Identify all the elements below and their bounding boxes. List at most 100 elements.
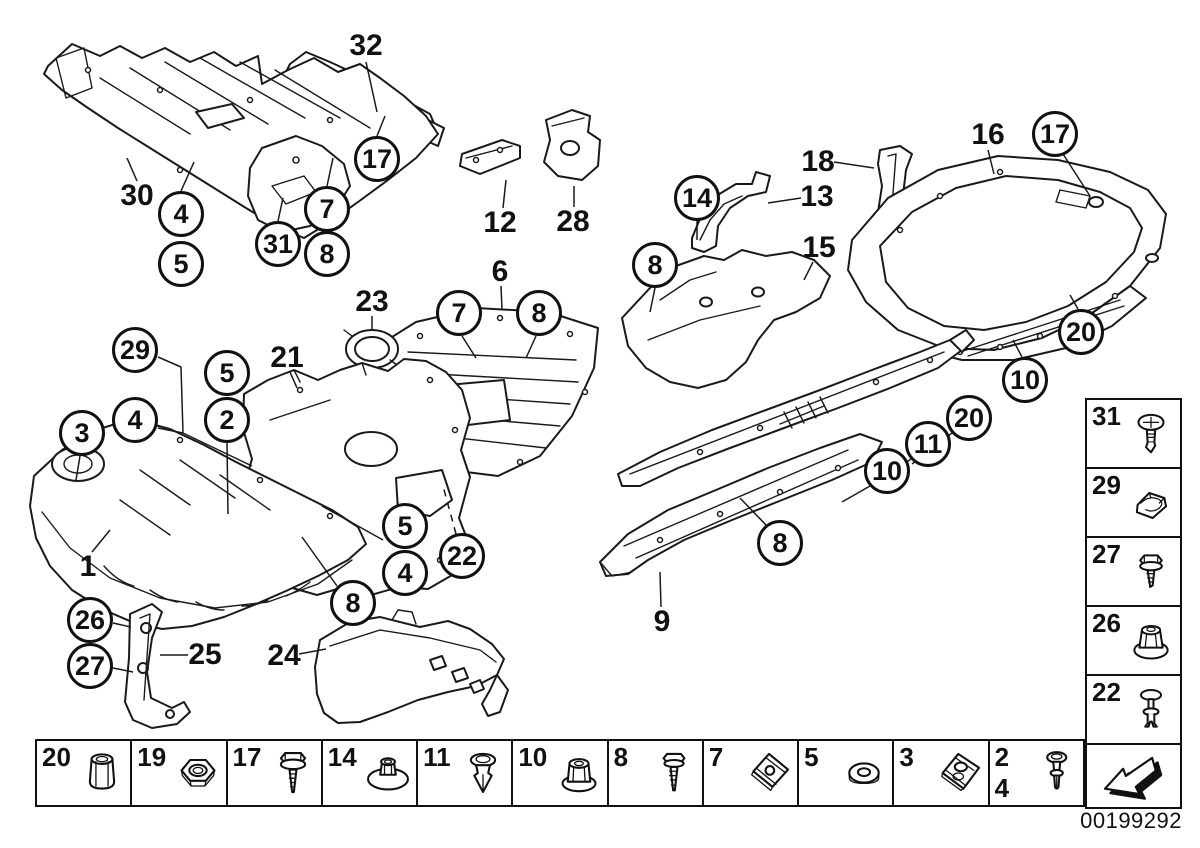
leader-line — [91, 529, 111, 553]
side-cell-icon-wrap — [1126, 409, 1176, 459]
callout-circle-4[interactable]: 4 — [382, 550, 428, 596]
side-cell-27[interactable]: 27 — [1085, 536, 1182, 607]
legend-cell-8[interactable]: 8 — [606, 739, 704, 807]
callout-circle-10[interactable]: 10 — [864, 448, 910, 494]
callout-circle-20[interactable]: 20 — [946, 395, 992, 441]
legend-cell-20[interactable]: 20 — [35, 739, 133, 807]
callout-circle-31[interactable]: 31 — [255, 221, 301, 267]
part-label-6[interactable]: 6 — [491, 255, 509, 288]
callout-circle-7[interactable]: 7 — [436, 290, 482, 336]
part-28-bracket — [543, 109, 601, 181]
legend-cell-icon-wrap — [457, 747, 509, 799]
callout-circle-4[interactable]: 4 — [158, 191, 204, 237]
callout-circle-11[interactable]: 11 — [905, 421, 951, 467]
callout-circle-10[interactable]: 10 — [1002, 357, 1048, 403]
side-cell-icon-wrap — [1126, 616, 1176, 666]
part-13-strap — [691, 171, 771, 253]
part-12-clip — [459, 139, 521, 175]
callout-circle-5[interactable]: 5 — [158, 241, 204, 287]
part-label-30[interactable]: 30 — [120, 179, 154, 212]
callout-circle-17[interactable]: 17 — [1032, 111, 1078, 157]
part-25-bracket — [124, 603, 191, 729]
legend-cell-17[interactable]: 17 — [225, 739, 323, 807]
callout-circle-27[interactable]: 27 — [67, 643, 113, 689]
part-9-side-sill-cover — [599, 433, 883, 577]
callout-circle-7[interactable]: 7 — [304, 186, 350, 232]
callout-circle-17[interactable]: 17 — [354, 136, 400, 182]
washer-icon — [848, 762, 881, 785]
legend-cell-10[interactable]: 10 — [511, 739, 609, 807]
legend-cell-number: 20 — [42, 742, 71, 772]
legend-cell-number: 7 — [708, 742, 724, 772]
callout-circle-22[interactable]: 22 — [439, 533, 485, 579]
side-cell-26[interactable]: 26 — [1085, 605, 1182, 676]
leader-line — [112, 667, 134, 673]
legend-cell-14[interactable]: 14 — [320, 739, 419, 807]
part-label-28[interactable]: 28 — [556, 205, 590, 238]
callout-circle-20[interactable]: 20 — [1058, 309, 1104, 355]
legend-cell-icon-wrap — [838, 747, 890, 799]
part-15-tank-shield — [621, 249, 831, 389]
part-label-18[interactable]: 18 — [801, 145, 835, 178]
part-label-25[interactable]: 25 — [188, 638, 222, 671]
leader-line — [1012, 339, 1023, 358]
leader-line — [180, 366, 184, 434]
callout-circle-29[interactable]: 29 — [112, 327, 158, 373]
part-label-9[interactable]: 9 — [653, 605, 671, 638]
part-label-16[interactable]: 16 — [971, 118, 1005, 151]
callout-circle-8[interactable]: 8 — [757, 520, 803, 566]
side-cell-22[interactable]: 22 — [1085, 674, 1182, 745]
callout-circle-14[interactable]: 14 — [674, 175, 720, 221]
part-label-1[interactable]: 1 — [79, 550, 97, 583]
legend-cell-3[interactable]: 3 — [892, 739, 990, 807]
plastic-flange-nut-icon — [1133, 624, 1169, 659]
callout-circle-8[interactable]: 8 — [330, 580, 376, 626]
callout-circle-2[interactable]: 2 — [204, 397, 250, 443]
legend-cell-7[interactable]: 7 — [701, 739, 800, 807]
callout-circle-8[interactable]: 8 — [632, 242, 678, 288]
callout-circle-3[interactable]: 3 — [59, 410, 105, 456]
screw-washer-icon — [279, 752, 306, 794]
leader-line — [833, 161, 875, 169]
leader-line — [277, 197, 284, 222]
part-label-23[interactable]: 23 — [355, 285, 389, 318]
leader-line — [157, 356, 182, 368]
legend-cell-number: 8 — [613, 742, 629, 772]
legend-cell-number: 3 — [899, 742, 914, 772]
legend-cell-icon-wrap — [1029, 747, 1081, 799]
callout-circle-5[interactable]: 5 — [382, 503, 428, 549]
legend-cell-5[interactable]: 5 — [797, 739, 895, 807]
hex-flange-screw-icon — [1139, 553, 1163, 588]
part-label-13[interactable]: 13 — [800, 180, 834, 213]
legend-cell-icon-wrap — [362, 747, 414, 799]
part-label-21[interactable]: 21 — [270, 341, 304, 374]
callout-circle-26[interactable]: 26 — [67, 597, 113, 643]
previous-page-nav-cell[interactable] — [1085, 743, 1182, 809]
side-cell-number: 27 — [1092, 539, 1121, 569]
legend-cell-19[interactable]: 19 — [130, 739, 228, 807]
leader-lines — [75, 61, 1091, 673]
callout-circle-5[interactable]: 5 — [204, 350, 250, 396]
part-label-12[interactable]: 12 — [483, 206, 517, 239]
legend-cell-number: 11 — [423, 742, 451, 772]
expanding-rivet-icon — [1140, 688, 1162, 728]
legend-cell-number: 10 — [518, 742, 548, 772]
legend-cell-number: 19 — [137, 742, 167, 772]
callout-circle-4[interactable]: 4 — [112, 397, 158, 443]
legend-cell-number: 4 — [994, 773, 1010, 803]
callout-circle-8[interactable]: 8 — [304, 231, 350, 277]
leader-line — [326, 157, 334, 187]
leader-line — [182, 432, 253, 467]
part-label-15[interactable]: 15 — [802, 231, 836, 264]
side-cell-31[interactable]: 31 — [1085, 398, 1182, 469]
callout-circle-8[interactable]: 8 — [516, 290, 562, 336]
part-label-24[interactable]: 24 — [267, 639, 301, 672]
part-label-32[interactable]: 32 — [349, 29, 383, 62]
side-cell-29[interactable]: 29 — [1085, 467, 1182, 538]
legend-cell-11[interactable]: 11 — [416, 739, 514, 807]
leader-line — [301, 536, 338, 587]
